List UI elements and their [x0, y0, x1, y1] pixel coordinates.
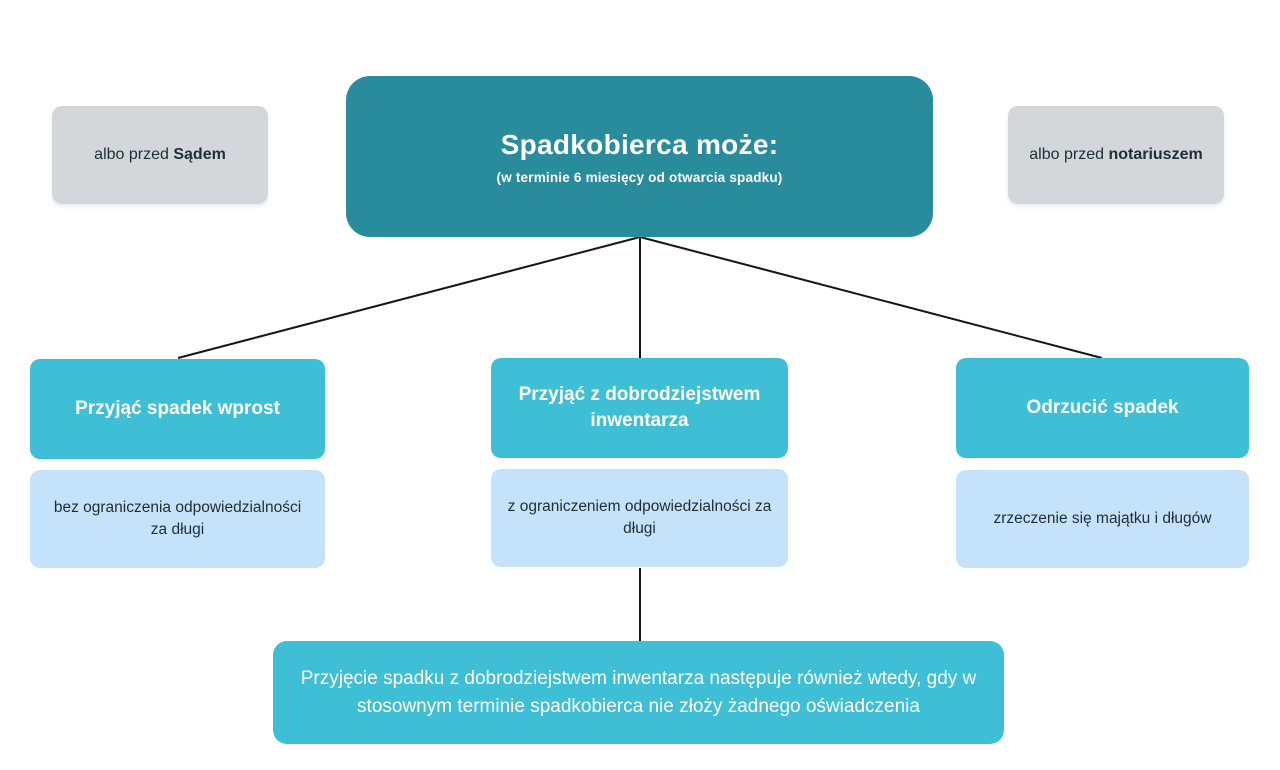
option-title: Odrzucić spadek — [1026, 397, 1179, 419]
side-note-notary-bold: notariuszem — [1108, 146, 1203, 163]
footnote-box: Przyjęcie spadku z dobrodziejstwem inwen… — [273, 641, 1004, 744]
side-note-notary-prefix: albo przed — [1029, 146, 1109, 163]
side-note-court-text: albo przed Sądem — [94, 146, 226, 164]
detail-text: zrzeczenie się majątku i długów — [993, 510, 1212, 528]
connector-root-to-option-right — [639, 236, 1103, 359]
root-title: Spadkobierca może: — [500, 128, 779, 160]
root-subtitle: (w terminie 6 miesięcy od otwarcia spadk… — [496, 169, 783, 185]
side-note-court-bold: Sądem — [173, 146, 226, 163]
connector-root-to-option-left — [177, 236, 641, 359]
option-node-reject: Odrzucić spadek — [956, 358, 1249, 458]
side-note-notary: albo przed notariuszem — [1008, 106, 1224, 204]
side-note-court: albo przed Sądem — [52, 106, 268, 204]
side-note-court-prefix: albo przed — [94, 146, 174, 163]
detail-box-accept-outright: bez ograniczenia odpowiedzialności za dł… — [30, 470, 325, 568]
option-title: Przyjąć z dobrodziejstwem inwentarza — [518, 384, 761, 431]
option-title: Przyjąć spadek wprost — [75, 398, 280, 420]
detail-box-reject: zrzeczenie się majątku i długów — [956, 470, 1249, 568]
option-node-accept-with-inventory: Przyjąć z dobrodziejstwem inwentarza — [491, 358, 788, 458]
option-node-accept-outright: Przyjąć spadek wprost — [30, 359, 325, 459]
footnote-text: Przyjęcie spadku z dobrodziejstwem inwen… — [300, 667, 977, 717]
detail-box-accept-with-inventory: z ograniczeniem odpowiedzialności za dłu… — [491, 469, 788, 567]
side-note-notary-text: albo przed notariuszem — [1029, 146, 1202, 164]
detail-text: z ograniczeniem odpowiedzialności za dłu… — [507, 498, 772, 537]
root-node: Spadkobierca może: (w terminie 6 miesięc… — [346, 76, 933, 237]
detail-text: bez ograniczenia odpowiedzialności za dł… — [53, 499, 302, 538]
